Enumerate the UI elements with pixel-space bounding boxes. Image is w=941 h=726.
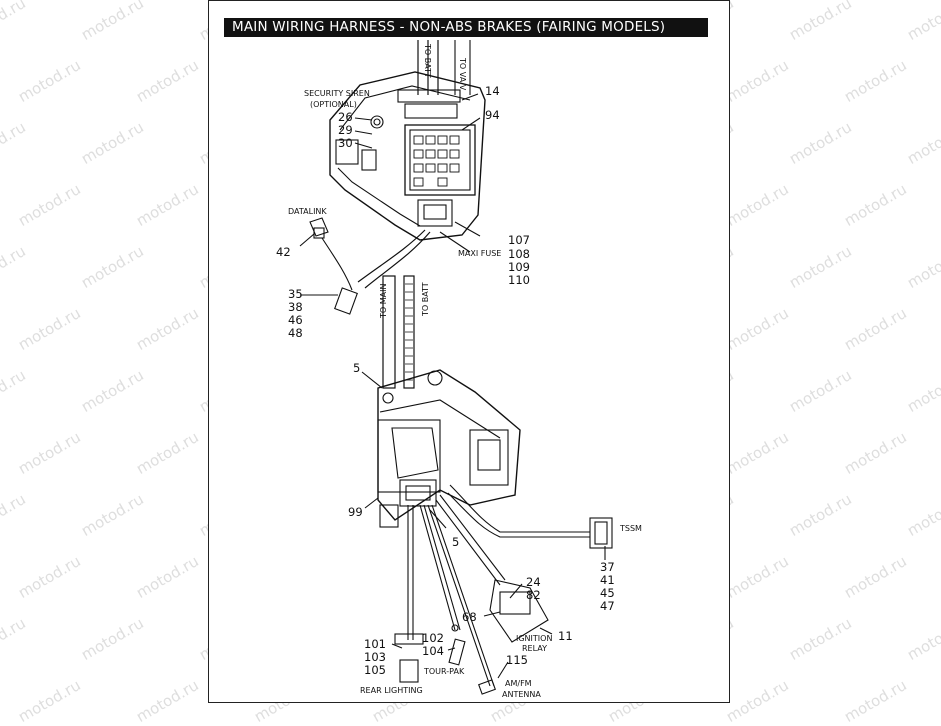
callout-105: 105 bbox=[364, 663, 386, 677]
callout-38: 38 bbox=[288, 300, 303, 314]
callout-102: 102 bbox=[422, 631, 444, 645]
callout-26: 26 bbox=[338, 110, 353, 124]
callout-29: 29 bbox=[338, 123, 353, 137]
tour-pak-label: TOUR-PAK bbox=[423, 667, 465, 676]
ignition-relay-label-2: RELAY bbox=[522, 644, 547, 653]
security-siren-optional-label: (OPTIONAL) bbox=[310, 100, 357, 109]
callout-103: 103 bbox=[364, 650, 386, 664]
callout-42: 42 bbox=[276, 245, 291, 259]
callout-47: 47 bbox=[600, 599, 615, 613]
callout-101: 101 bbox=[364, 637, 386, 651]
callout-108: 108 bbox=[508, 247, 530, 261]
maxi-fuse-label: MAXI FUSE bbox=[458, 249, 501, 258]
upper-harness-assembly bbox=[299, 40, 486, 315]
diagram-frame bbox=[208, 0, 730, 703]
main-cable bbox=[382, 275, 415, 389]
to-va-label: TO VA V bbox=[458, 57, 467, 91]
diagram-title: MAIN WIRING HARNESS - NON-ABS BRAKES (FA… bbox=[224, 18, 708, 37]
callout-5-lower: 5 bbox=[452, 535, 459, 549]
callout-41: 41 bbox=[600, 573, 615, 587]
callout-115: 115 bbox=[506, 653, 528, 667]
callout-109: 109 bbox=[508, 260, 530, 274]
rear-lighting-label: REAR LIGHTING bbox=[360, 686, 423, 695]
callout-46: 46 bbox=[288, 313, 303, 327]
callout-30: 30 bbox=[338, 136, 353, 150]
to-batt-top-label: TO BATT bbox=[423, 43, 432, 78]
antenna-label: ANTENNA bbox=[502, 690, 541, 699]
callout-94: 94 bbox=[485, 108, 500, 122]
wiring-diagram: TO BATT TO VA V TO MAIN TO BATT SECURITY… bbox=[276, 40, 642, 699]
to-batt-bottom-label: TO BATT bbox=[421, 282, 430, 317]
callout-24: 24 bbox=[526, 575, 541, 589]
callout-107: 107 bbox=[508, 233, 530, 247]
callout-37: 37 bbox=[600, 560, 615, 574]
callout-110: 110 bbox=[508, 273, 530, 287]
callout-99: 99 bbox=[348, 505, 363, 519]
callout-45: 45 bbox=[600, 586, 615, 600]
tssm-label: TSSM bbox=[619, 524, 642, 533]
to-main-label: TO MAIN bbox=[379, 284, 388, 319]
callout-68: 68 bbox=[462, 610, 477, 624]
am-fm-label: AM/FM bbox=[505, 679, 532, 688]
callout-48: 48 bbox=[288, 326, 303, 340]
callout-14: 14 bbox=[485, 84, 500, 98]
callout-5-upper: 5 bbox=[353, 361, 360, 375]
callout-11: 11 bbox=[558, 629, 573, 643]
lower-harness-assembly bbox=[361, 369, 613, 695]
callout-104: 104 bbox=[422, 644, 444, 658]
datalink-label: DATALINK bbox=[288, 207, 327, 216]
callout-82: 82 bbox=[526, 588, 541, 602]
security-siren-label: SECURITY SIREN bbox=[304, 89, 370, 98]
ignition-relay-label: IGNITION bbox=[516, 634, 552, 643]
callout-35: 35 bbox=[288, 287, 303, 301]
